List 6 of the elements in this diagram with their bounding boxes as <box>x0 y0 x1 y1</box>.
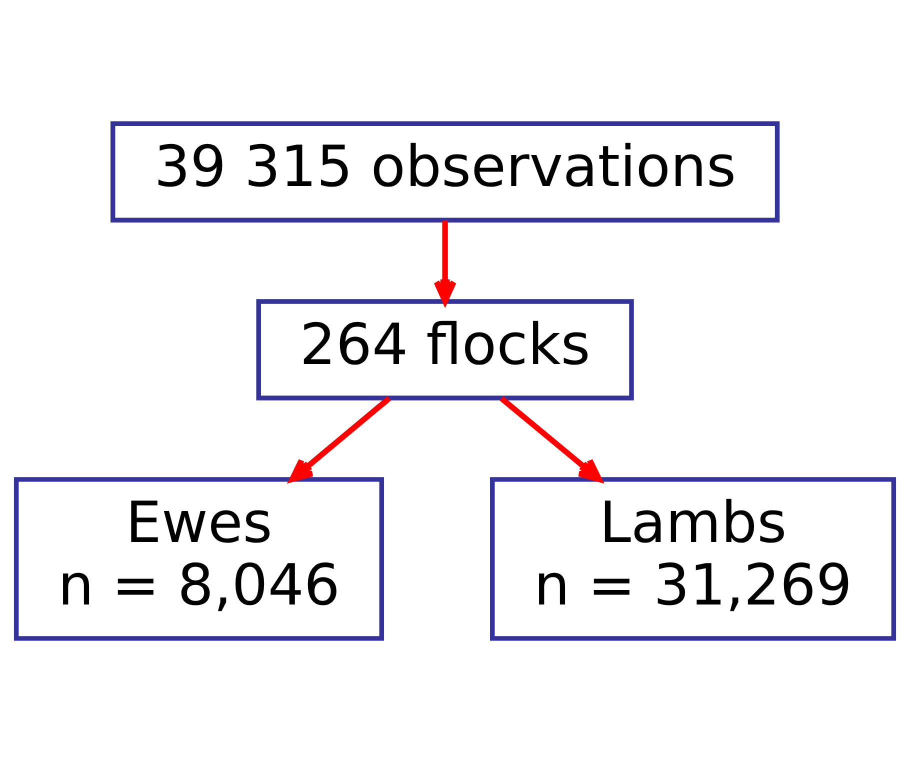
node-box: 264 flocks <box>256 298 634 400</box>
arrow <box>500 396 602 482</box>
node-box: Lambs n = 31,269 <box>490 476 896 640</box>
node-box: Ewes n = 8,046 <box>14 476 384 640</box>
arrow <box>289 396 392 482</box>
node-box: 39 315 observations <box>110 120 780 222</box>
